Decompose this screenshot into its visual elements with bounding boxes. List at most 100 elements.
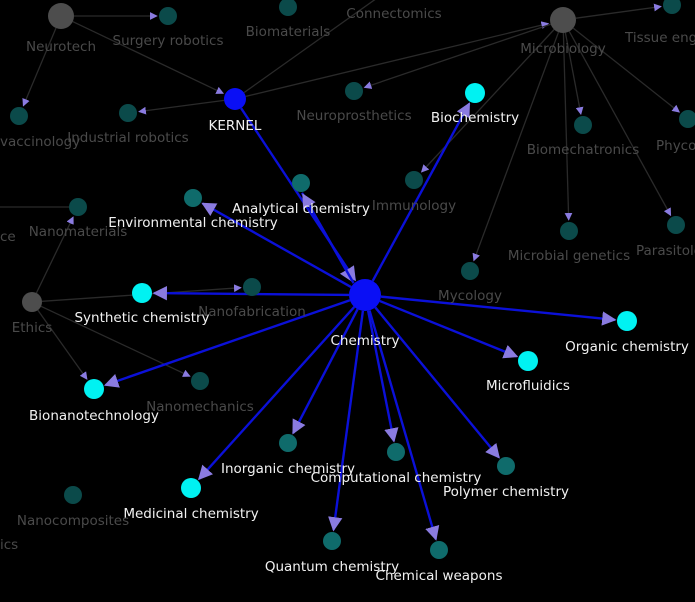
label-inorganic: Inorganic chemistry bbox=[221, 461, 355, 477]
node-computational[interactable] bbox=[387, 443, 405, 461]
node-nanofabrication[interactable] bbox=[243, 278, 261, 296]
node-kernel[interactable] bbox=[224, 88, 246, 110]
node-biochemistry[interactable] bbox=[465, 83, 485, 103]
label-nanofabrication: Nanofabrication bbox=[198, 304, 306, 320]
label-phyco: Phyco bbox=[656, 138, 695, 154]
node-biomaterials[interactable] bbox=[279, 0, 297, 16]
node-neuroprosthetics[interactable] bbox=[345, 82, 363, 100]
edge-chemistry-to-organic bbox=[380, 295, 617, 326]
label-nanomechanics: Nanomechanics bbox=[146, 399, 254, 415]
node-synthetic[interactable] bbox=[132, 283, 152, 303]
label-environmental: Environmental chemistry bbox=[108, 215, 278, 231]
label-analytical: Analytical chemistry bbox=[232, 201, 370, 217]
label-bionano: Bionanotechnology bbox=[29, 408, 159, 424]
edge-neurotech-to-vaccinology bbox=[22, 27, 57, 107]
label-industrial: Industrial robotics bbox=[67, 130, 188, 146]
node-chemistry[interactable] bbox=[349, 279, 381, 311]
node-nanomaterials[interactable] bbox=[69, 198, 87, 216]
edge-chemistry-to-environmental bbox=[201, 202, 352, 289]
node-vaccinology[interactable] bbox=[10, 107, 28, 125]
label-neurotech: Neurotech bbox=[26, 39, 96, 55]
edge-kernel-to-connectomics bbox=[243, 0, 376, 94]
node-microbial[interactable] bbox=[560, 222, 578, 240]
label-immunology: Immunology bbox=[372, 198, 456, 214]
edge-chemistry-to-quantum bbox=[328, 310, 365, 532]
node-quantum[interactable] bbox=[323, 532, 341, 550]
node-industrial[interactable] bbox=[119, 104, 137, 122]
edge-microbiology-to-parasitology bbox=[568, 31, 672, 217]
edge-microbiology-to-biomechatronics bbox=[564, 32, 584, 115]
node-phyco[interactable] bbox=[679, 110, 695, 128]
node-tissue[interactable] bbox=[663, 0, 681, 14]
label-ethics: Ethics bbox=[12, 320, 53, 336]
node-polymer[interactable] bbox=[497, 457, 515, 475]
node-environmental[interactable] bbox=[184, 189, 202, 207]
edge-neurotech-to-kernel bbox=[72, 21, 225, 94]
label-parasitology: Parasitolo bbox=[636, 243, 695, 259]
node-biomechatronics[interactable] bbox=[574, 116, 592, 134]
edge-kernel-to-microbiology bbox=[245, 21, 550, 98]
node-mycology[interactable] bbox=[461, 262, 479, 280]
node-parasitology[interactable] bbox=[667, 216, 685, 234]
edge-kernel-to-industrial bbox=[138, 99, 225, 115]
label-nanocomposites: Nanocomposites bbox=[17, 513, 129, 529]
edge-microbiology-to-microbial bbox=[562, 32, 573, 221]
label-mycology: Mycology bbox=[438, 288, 502, 304]
label-neuroprosthetics: Neuroprosthetics bbox=[296, 108, 411, 124]
node-nanocomposites[interactable] bbox=[64, 486, 82, 504]
label-biochemistry: Biochemistry bbox=[431, 110, 519, 126]
node-nanomechanics[interactable] bbox=[191, 372, 209, 390]
edge-microbiology-to-phyco bbox=[572, 27, 681, 113]
node-organic[interactable] bbox=[617, 311, 637, 331]
node-ethics[interactable] bbox=[22, 292, 42, 312]
edge-chemistry-to-bionano bbox=[103, 299, 351, 388]
edge-chemistry-to-microfluidics bbox=[379, 299, 519, 359]
label-chemistry: Chemistry bbox=[330, 333, 399, 349]
label-biomechatronics: Biomechatronics bbox=[527, 142, 640, 158]
node-analytical[interactable] bbox=[292, 174, 310, 192]
label-kernel: KERNEL bbox=[209, 118, 262, 134]
node-inorganic[interactable] bbox=[279, 434, 297, 452]
node-immunology[interactable] bbox=[405, 171, 423, 189]
label-microfluidics: Microfluidics bbox=[486, 378, 570, 394]
label-ics: ics bbox=[0, 537, 18, 553]
edge-ethics-to-bionano bbox=[37, 309, 88, 380]
edge-chemistry-to-medicinal bbox=[198, 306, 356, 481]
label-weapons: Chemical weapons bbox=[376, 568, 503, 584]
label-polymer: Polymer chemistry bbox=[443, 484, 569, 500]
label-organic: Organic chemistry bbox=[565, 339, 689, 355]
edge-chemistry-to-computational bbox=[366, 310, 399, 443]
label-microbiology: Microbiology bbox=[520, 41, 605, 57]
edge-chemistry-to-analytical bbox=[301, 193, 355, 284]
node-neurotech[interactable] bbox=[48, 3, 74, 29]
label-surgery: Surgery robotics bbox=[113, 33, 224, 49]
edge-microbiology-to-neuroprosthetics bbox=[363, 23, 551, 89]
label-computational: Computational chemistry bbox=[311, 470, 482, 486]
label-connectomics: Connectomics bbox=[346, 6, 441, 22]
label-nanomaterials: Nanomaterials bbox=[29, 224, 128, 240]
label-quantum: Quantum chemistry bbox=[265, 559, 399, 575]
graph-nodes bbox=[10, 0, 695, 559]
label-microbial: Microbial genetics bbox=[508, 248, 630, 264]
node-medicinal[interactable] bbox=[181, 478, 201, 498]
label-tissue: Tissue eng bbox=[624, 30, 695, 46]
node-weapons[interactable] bbox=[430, 541, 448, 559]
label-medicinal: Medicinal chemistry bbox=[123, 506, 258, 522]
node-microbiology[interactable] bbox=[550, 7, 576, 33]
edge-ethics-to-nanomaterials bbox=[35, 216, 74, 294]
label-vaccinology: vaccinology bbox=[0, 134, 80, 150]
edge-microbiology-to-tissue bbox=[575, 3, 662, 19]
node-bionano[interactable] bbox=[84, 379, 104, 399]
node-microfluidics[interactable] bbox=[518, 351, 538, 371]
edge-chemistry-to-biochemistry bbox=[371, 102, 471, 282]
label-synthetic: Synthetic chemistry bbox=[74, 310, 209, 326]
edge-chemistry-to-weapons bbox=[368, 310, 440, 541]
label-biomaterials: Biomaterials bbox=[246, 24, 331, 40]
label-ce: ce bbox=[0, 229, 16, 245]
edge-chemistry-to-inorganic bbox=[292, 308, 359, 435]
edge-chemistry-to-polymer bbox=[374, 306, 500, 459]
node-surgery[interactable] bbox=[159, 7, 177, 25]
edge-microbiology-to-mycology bbox=[472, 31, 560, 262]
